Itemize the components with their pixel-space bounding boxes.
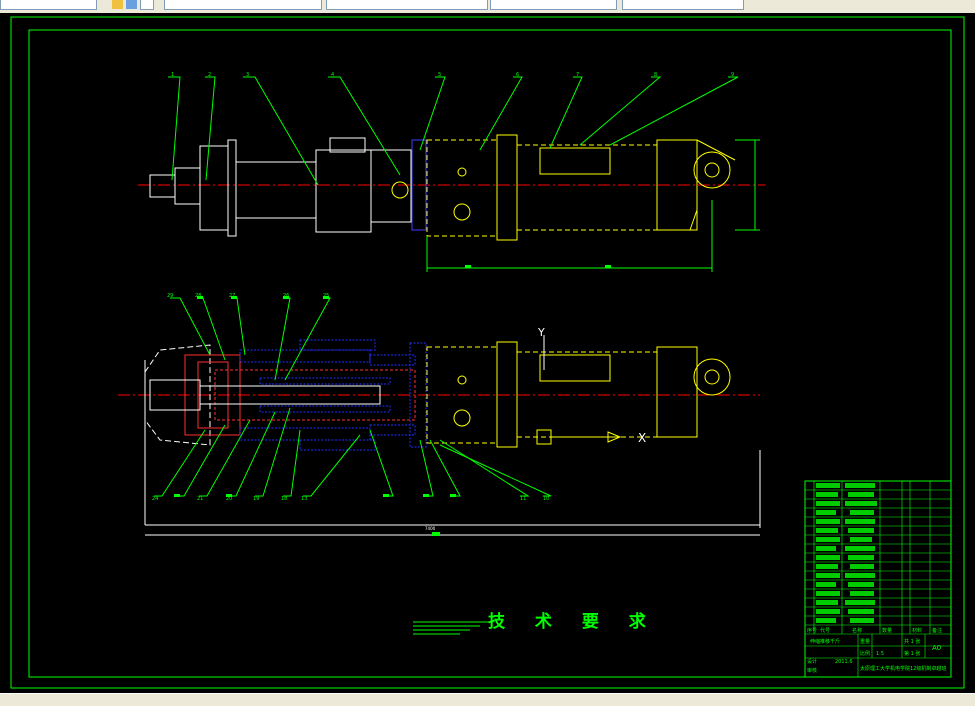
tb-label-note: 备注 bbox=[932, 627, 942, 634]
toolbar-lineweight-select[interactable] bbox=[490, 0, 617, 10]
section-callout-10: 10 bbox=[543, 496, 549, 502]
toolbar bbox=[0, 0, 975, 14]
requirements-lines bbox=[413, 621, 493, 635]
top-callout-6: 6 bbox=[516, 72, 519, 78]
x-axis-label: X bbox=[638, 431, 646, 445]
toolbar-dropdown-arrow[interactable] bbox=[140, 0, 154, 10]
tb-scale-label: 比例 bbox=[860, 650, 870, 657]
tb-date: 2011.6 bbox=[835, 659, 853, 665]
tb-drawing-title: 伸缩推移千斤 bbox=[810, 638, 840, 645]
y-axis-label: Y bbox=[537, 326, 545, 339]
tb-label-material: 材料 bbox=[912, 627, 922, 634]
section-callout-21: 21 bbox=[197, 496, 203, 502]
top-callout-5: 5 bbox=[438, 72, 441, 78]
top-callout-8: 8 bbox=[654, 72, 657, 78]
technical-requirements-title: 技 术 要 求 bbox=[488, 612, 658, 632]
tb-reviewer-label: 审核 bbox=[807, 667, 817, 674]
overall-length-dimension: 7400 bbox=[425, 526, 436, 531]
top-rod-end bbox=[149, 174, 176, 198]
top-callout-9: 9 bbox=[731, 72, 734, 78]
section-callout-19: 19 bbox=[253, 496, 259, 502]
top-callout-3: 3 bbox=[246, 72, 249, 78]
title-block: 序号 代号 名称 数量 材料 备注 伸缩推移千斤 重量 共 1 张 比例 1:5… bbox=[804, 480, 952, 678]
tb-institution: 太原理工大学机电学院12级机制卓越班 bbox=[860, 665, 946, 672]
tb-label-index: 序号 bbox=[807, 627, 817, 634]
tb-label-qty: 数量 bbox=[882, 627, 892, 634]
section-callout-24: 24 bbox=[152, 496, 158, 502]
toolbar-linetype-select[interactable] bbox=[326, 0, 488, 10]
drawing-canvas[interactable]: 1 2 3 4 5 6 7 8 9 7400 bbox=[0, 13, 975, 693]
section-sleeve bbox=[184, 354, 416, 436]
top-callout-1: 1 bbox=[171, 72, 174, 78]
section-callout-11: 11 bbox=[520, 496, 526, 502]
top-cylinder-body bbox=[235, 161, 317, 219]
section-callout-13: 13 bbox=[301, 496, 307, 502]
tb-designer-label: 设计 bbox=[807, 658, 817, 665]
tb-label-code: 代号 bbox=[820, 627, 830, 634]
top-view: 1 2 3 4 5 6 7 8 9 bbox=[138, 72, 765, 272]
top-callout-4: 4 bbox=[331, 72, 334, 78]
tb-sheet-size: A0 bbox=[932, 644, 941, 652]
inner-frame bbox=[28, 29, 952, 678]
section-callout-20: 20 bbox=[226, 496, 232, 502]
status-bar bbox=[0, 693, 975, 706]
outer-frame bbox=[10, 16, 965, 689]
top-frame bbox=[426, 134, 736, 241]
tb-sheet-number: 第 1 张 bbox=[904, 650, 920, 657]
tb-weight-label: 重量 bbox=[860, 638, 870, 645]
section-callout-18: 18 bbox=[281, 496, 287, 502]
layer-state-icon[interactable] bbox=[126, 0, 137, 9]
toolbar-dropdown-1[interactable] bbox=[0, 0, 97, 10]
section-hatch bbox=[239, 339, 427, 451]
tb-label-name: 名称 bbox=[852, 627, 862, 634]
tb-scale: 1:5 bbox=[876, 651, 884, 657]
cad-drawing: 1 2 3 4 5 6 7 8 9 7400 bbox=[10, 16, 965, 689]
toolbar-layer-select[interactable] bbox=[164, 0, 322, 10]
section-frame bbox=[426, 341, 731, 448]
top-callout-2: 2 bbox=[208, 72, 211, 78]
layer-icon[interactable] bbox=[112, 0, 123, 9]
section-callout-29: 29 bbox=[167, 293, 173, 299]
top-leaders bbox=[168, 76, 739, 186]
section-view: 7400 bbox=[118, 293, 761, 536]
top-callout-7: 7 bbox=[576, 72, 579, 78]
tb-total-sheets: 共 1 张 bbox=[904, 638, 920, 645]
toolbar-plotstyle-select[interactable] bbox=[622, 0, 744, 10]
